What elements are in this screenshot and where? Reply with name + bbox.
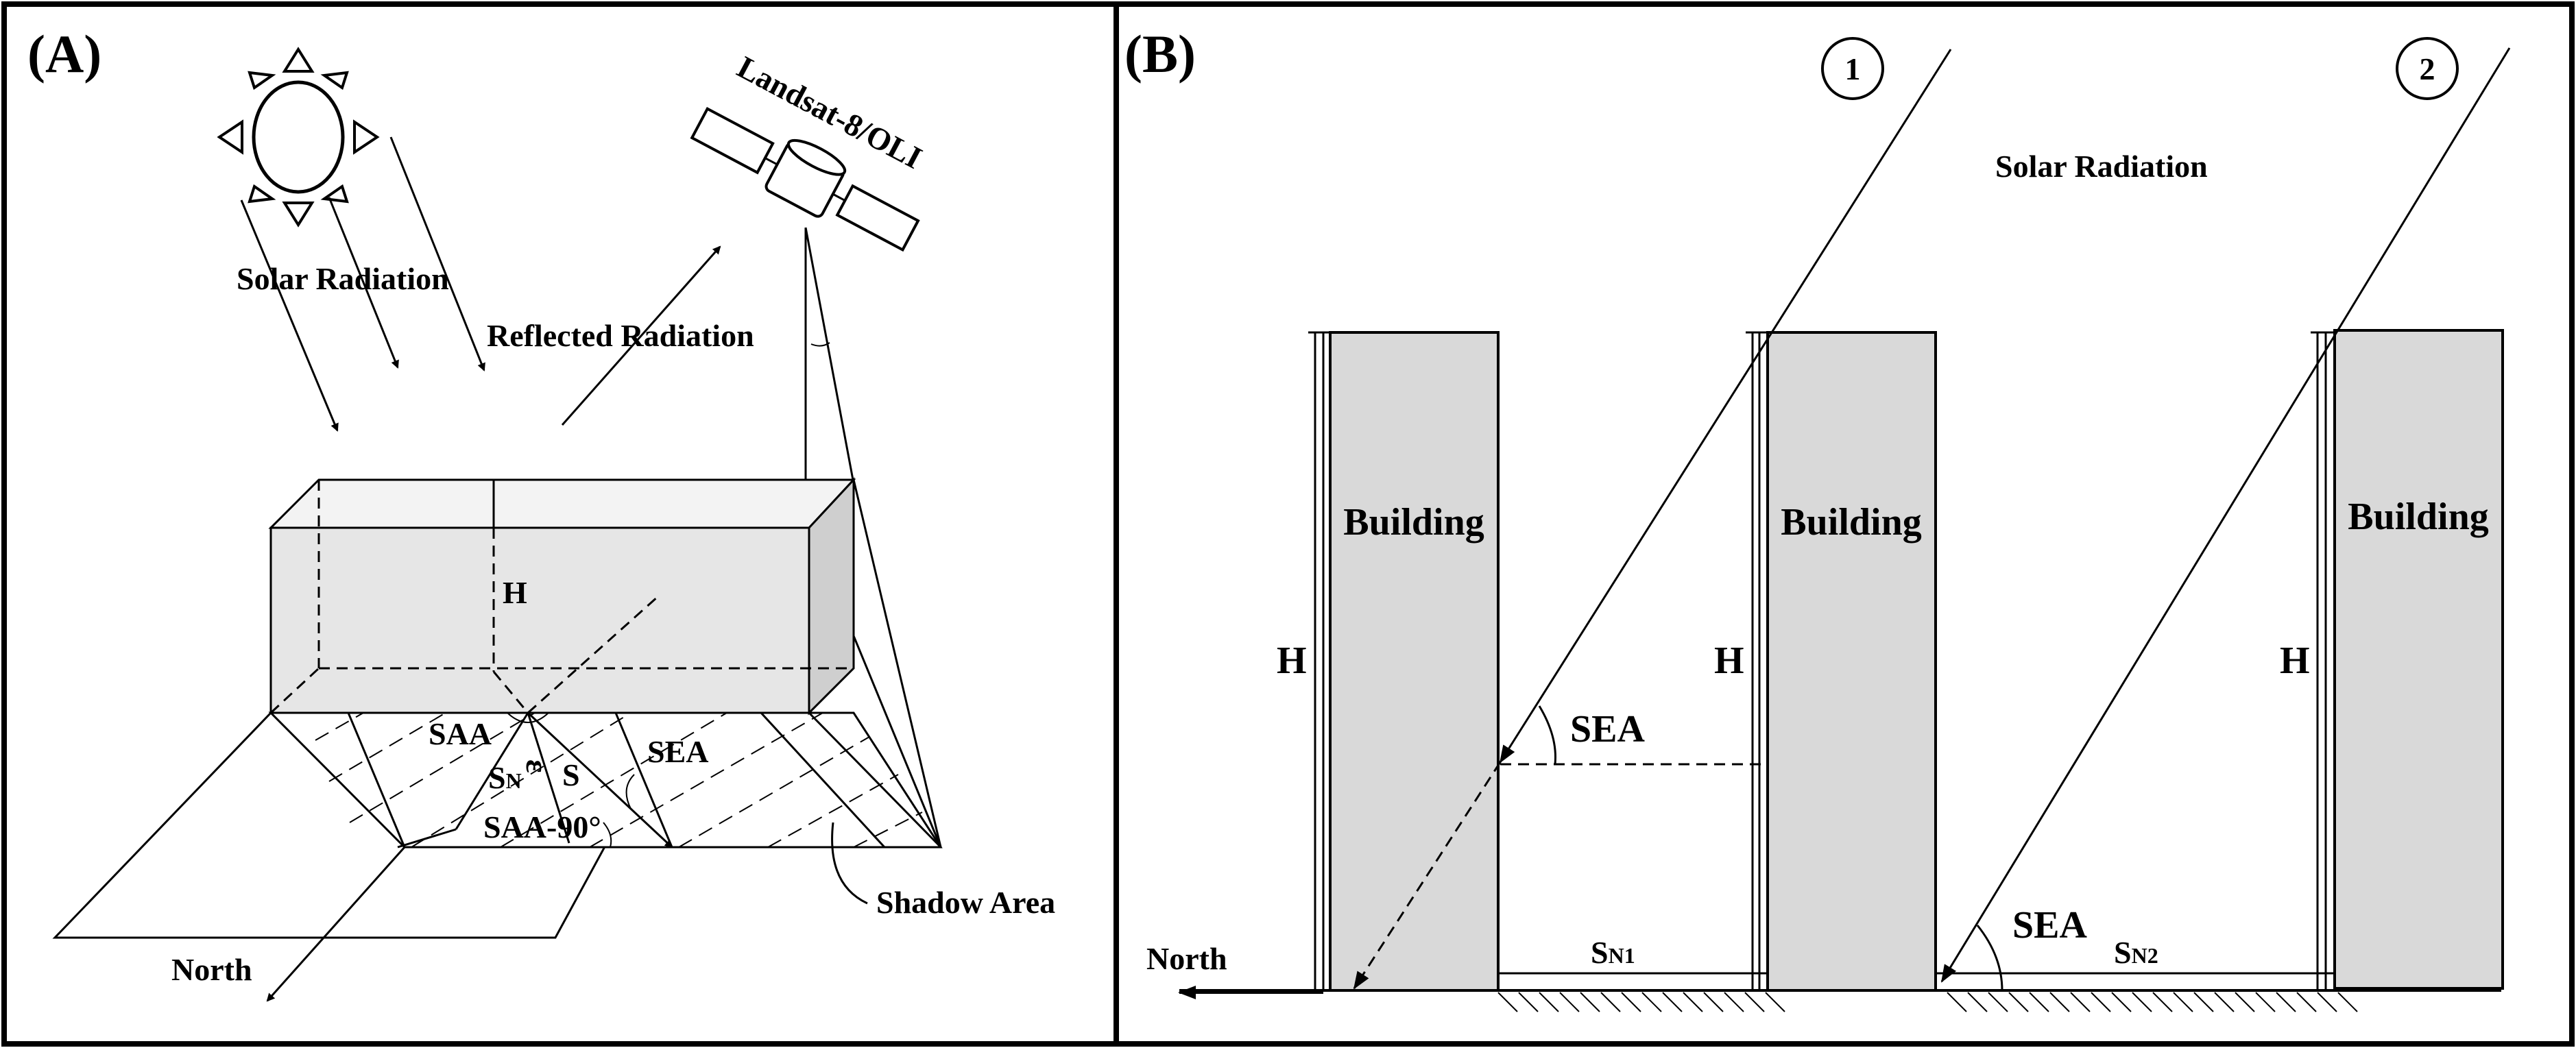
height-marker-1 bbox=[1308, 331, 1330, 990]
north-arrow-a bbox=[266, 846, 406, 1002]
saa-minus-90-label: SAA-90° bbox=[483, 809, 601, 844]
saa-label: SAA bbox=[429, 716, 492, 751]
sea-arc-2 bbox=[1976, 925, 2003, 991]
height-label-b2: H bbox=[1714, 639, 1744, 682]
view-cone bbox=[804, 227, 854, 480]
satellite-icon bbox=[690, 106, 920, 252]
height-marker-2 bbox=[1746, 331, 1768, 990]
case-1-label: 1 bbox=[1845, 51, 1861, 86]
shadow-area bbox=[268, 479, 943, 849]
building-1-label: Building bbox=[1343, 501, 1484, 544]
case-1-marker bbox=[1821, 37, 1884, 100]
sun-icon bbox=[217, 47, 380, 228]
sea-label-b1: SEA bbox=[1570, 708, 1645, 751]
epsilon-label: ε bbox=[520, 759, 555, 773]
case-2-label: 2 bbox=[2420, 51, 2435, 86]
sn-label: SN bbox=[488, 760, 522, 795]
reflected-radiation-arrow bbox=[561, 245, 721, 426]
shadow-area-leader bbox=[831, 822, 868, 905]
building-2-label: Building bbox=[1781, 501, 1921, 544]
sn2-label: SN2 bbox=[2114, 935, 2158, 970]
height-label-b1: H bbox=[1277, 639, 1307, 682]
panel-b: (B) 1 2 Solar Radiation North Building H… bbox=[1124, 24, 2511, 1012]
solar-radiation-label-a: Solar Radiation bbox=[237, 261, 449, 296]
building-2 bbox=[1766, 331, 1937, 992]
building-3-label: Building bbox=[2348, 496, 2488, 538]
panel-a-label: (A) bbox=[27, 24, 101, 84]
sun-ray-2 bbox=[1940, 47, 2511, 983]
building-3 bbox=[2333, 329, 2504, 990]
height-marker-3 bbox=[2311, 331, 2335, 990]
sun-ray-1-extension bbox=[1353, 761, 1502, 990]
sea-label-a: SEA bbox=[647, 734, 708, 769]
solar-radiation-arrows bbox=[240, 136, 485, 432]
case-2-marker bbox=[2396, 37, 2459, 100]
ground-hatch bbox=[1497, 992, 2358, 1012]
sun-ray-1 bbox=[1499, 49, 1952, 764]
sea-arc-1 bbox=[1538, 705, 1556, 765]
north-label-b: North bbox=[1146, 941, 1227, 976]
building-box bbox=[268, 477, 856, 716]
height-label-b3: H bbox=[2280, 639, 2310, 682]
panel-a: (A) Solar Radiation Reflected Radiation bbox=[27, 24, 1055, 1002]
reflected-radiation-label: Reflected Radiation bbox=[487, 318, 754, 353]
sea-label-b2: SEA bbox=[2012, 904, 2087, 947]
north-label-a: North bbox=[171, 952, 252, 987]
sn1-label: SN1 bbox=[1591, 935, 1635, 970]
solar-radiation-label-b: Solar Radiation bbox=[1995, 149, 2208, 184]
s-label: S bbox=[562, 757, 580, 792]
height-label-a: H bbox=[503, 575, 527, 610]
shadow-area-label: Shadow Area bbox=[876, 885, 1055, 920]
shadow-geometry bbox=[397, 528, 673, 849]
building-1 bbox=[1329, 331, 1500, 992]
panel-b-label: (B) bbox=[1124, 24, 1196, 84]
